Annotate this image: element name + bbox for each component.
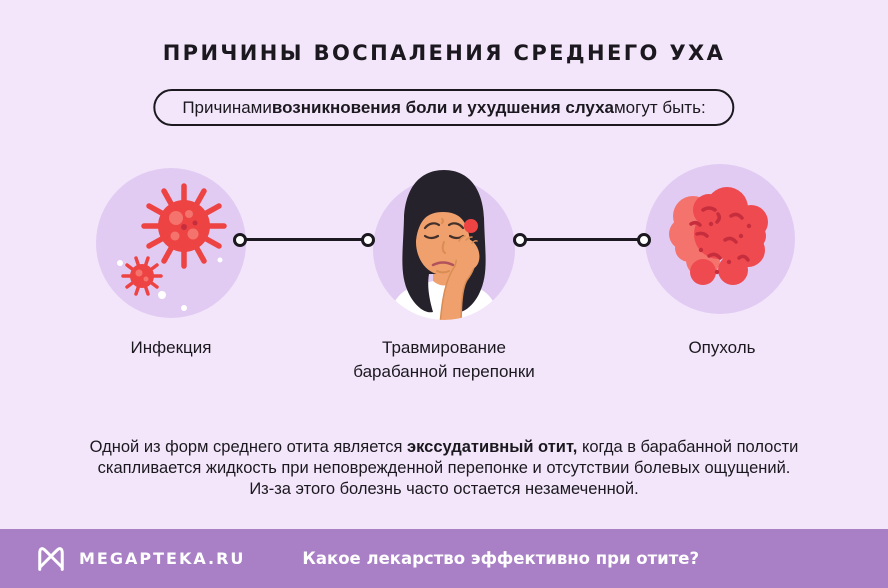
megapteka-m-logo-icon xyxy=(38,546,64,571)
subtitle-pill: Причинами возникновения боли и ухудшения… xyxy=(153,89,735,126)
woman-earache-icon xyxy=(373,170,515,320)
connector-node-icon xyxy=(233,233,247,247)
cause-label: Инфекция xyxy=(130,338,212,357)
subtitle-suffix: могут быть: xyxy=(613,97,706,117)
subtitle-bold: возникновения боли и ухудшения слуха xyxy=(271,97,614,117)
virus-icon xyxy=(96,168,246,318)
connector-node-icon xyxy=(637,233,651,247)
cause-label: Опухоль xyxy=(688,338,756,357)
description-suffix: когда в барабанной полости скапливается … xyxy=(97,437,799,498)
cause-label: Травмирование барабанной перепонки xyxy=(353,338,535,381)
connector-node-icon xyxy=(361,233,375,247)
footer-question: Какое лекарство эффективно при отите? xyxy=(302,549,700,568)
brand-name: MEGAPTEKA.RU xyxy=(79,549,246,568)
page-title: ПРИЧИНЫ ВОСПАЛЕНИЯ СРЕДНЕГО УХА xyxy=(162,41,726,65)
footer-bar: MEGAPTEKA.RU Какое лекарство эффективно … xyxy=(0,529,888,588)
description-bold: экссудативный отит, xyxy=(406,437,578,456)
connector-line-left xyxy=(240,238,368,241)
tumor-icon xyxy=(645,164,795,314)
connector-node-icon xyxy=(513,233,527,247)
subtitle-prefix: Причинами xyxy=(182,97,272,117)
description-paragraph: Одной из форм среднего отита является эк… xyxy=(84,437,804,500)
connector-line-right xyxy=(520,238,648,241)
description-prefix: Одной из форм среднего отита является xyxy=(89,437,407,456)
